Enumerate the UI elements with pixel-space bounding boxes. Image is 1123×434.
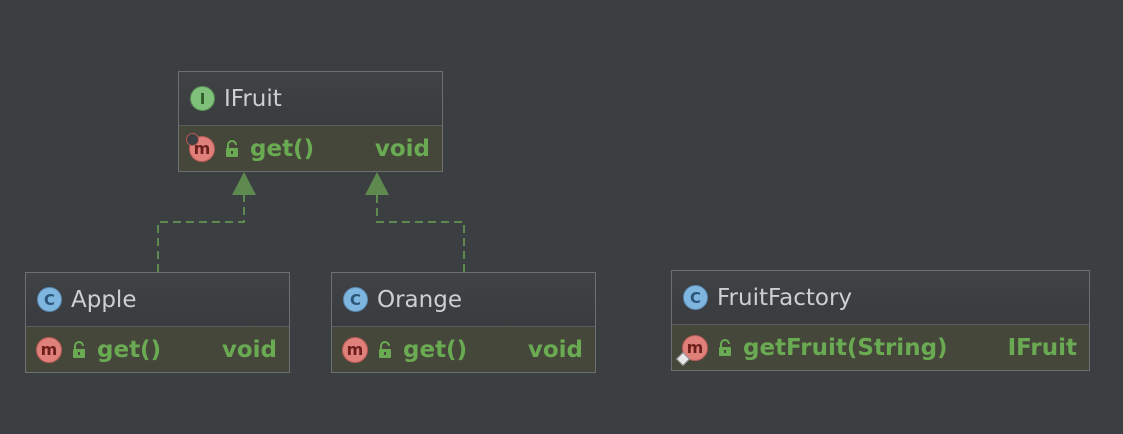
node-orange-header[interactable]: C Orange xyxy=(332,273,595,327)
method-return-type: void xyxy=(374,135,430,162)
method-return-type: void xyxy=(221,336,277,363)
node-orange-method-row[interactable]: m get() void xyxy=(332,327,595,372)
abstract-badge-icon xyxy=(186,132,199,146)
node-orange-title: Orange xyxy=(377,286,462,313)
method-name: get() xyxy=(250,135,315,162)
node-fruitfactory[interactable]: C FruitFactory m getFruit(String) IFruit xyxy=(671,270,1090,371)
node-fruitfactory-title: FruitFactory xyxy=(717,284,853,311)
method-kind-letter: m xyxy=(40,340,58,359)
method-kind-letter: m xyxy=(193,139,211,158)
interface-icon: I xyxy=(190,86,215,111)
node-apple-header[interactable]: C Apple xyxy=(26,273,289,327)
method-name: get() xyxy=(403,336,468,363)
method-name: getFruit(String) xyxy=(743,334,948,361)
node-ifruit-title: IFruit xyxy=(224,85,282,112)
node-fruitfactory-header[interactable]: C FruitFactory xyxy=(672,271,1089,325)
arrowhead-apple-ifruit xyxy=(232,172,256,195)
method-return-type: IFruit xyxy=(1007,334,1077,361)
edge-orange-ifruit xyxy=(376,193,465,272)
public-lock-icon xyxy=(377,340,393,359)
public-lock-icon xyxy=(71,340,87,359)
node-fruitfactory-method-row[interactable]: m getFruit(String) IFruit xyxy=(672,325,1089,370)
arrowhead-orange-ifruit xyxy=(365,172,389,195)
method-name: get() xyxy=(97,336,162,363)
public-lock-icon xyxy=(717,338,733,357)
method-return-type: void xyxy=(527,336,583,363)
node-apple[interactable]: C Apple m get() void xyxy=(25,272,290,373)
method-kind-letter: m xyxy=(346,340,364,359)
class-icon: C xyxy=(343,287,368,312)
class-icon: C xyxy=(683,285,708,310)
method-icon: m xyxy=(342,336,368,363)
public-lock-icon xyxy=(224,139,240,158)
node-ifruit[interactable]: I IFruit m get() void xyxy=(178,71,443,172)
edge-apple-ifruit xyxy=(157,193,245,272)
class-icon: C xyxy=(37,287,62,312)
method-kind-letter: m xyxy=(686,338,704,357)
static-method-icon: m xyxy=(675,334,708,366)
node-apple-title: Apple xyxy=(71,286,137,313)
node-ifruit-method-row[interactable]: m get() void xyxy=(179,126,442,171)
node-ifruit-header[interactable]: I IFruit xyxy=(179,72,442,126)
abstract-method-icon: m xyxy=(186,132,215,162)
node-orange[interactable]: C Orange m get() void xyxy=(331,272,596,373)
method-icon: m xyxy=(36,336,62,363)
node-apple-method-row[interactable]: m get() void xyxy=(26,327,289,372)
